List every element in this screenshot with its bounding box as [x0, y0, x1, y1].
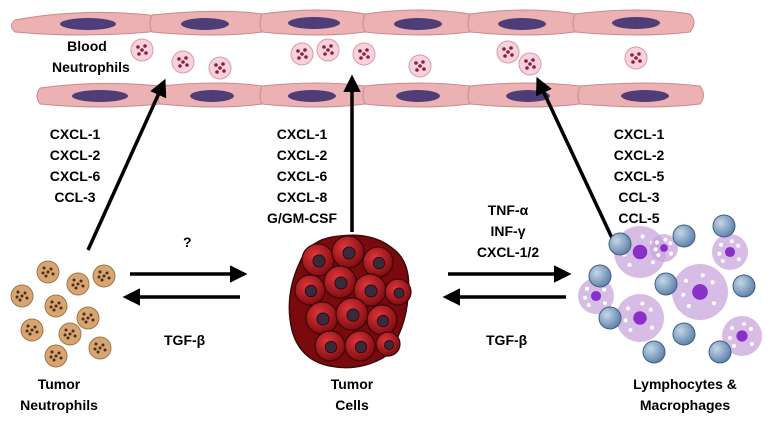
- endothelial-nucleus: [60, 18, 116, 30]
- endothelial-nucleus: [190, 90, 234, 102]
- lymphocyte: [588, 264, 612, 288]
- tumor-neutrophil: [10, 284, 34, 308]
- tumor-neutrophil: [66, 272, 90, 296]
- tumor-cell: [335, 297, 369, 331]
- blood-neutrophil: [290, 42, 314, 66]
- lymphocyte: [708, 340, 732, 364]
- lymphocyte: [608, 232, 632, 256]
- chemokine-list-right: CXCL-1 CXCL-2 CXCL-5 CCL-3 CCL-5: [613, 126, 665, 226]
- tumor-neutrophil: [76, 306, 100, 330]
- macrophage: [722, 316, 762, 356]
- blood-neutrophil: [171, 50, 195, 74]
- lymphocyte: [654, 272, 678, 296]
- lymphocytes-macrophages-group: [578, 214, 762, 364]
- tumor-cell: [323, 265, 357, 299]
- tumor-cell: [362, 246, 394, 278]
- blood-neutrophils-group: [130, 38, 648, 80]
- blood-neutrophil: [316, 38, 340, 62]
- tumor-cell: [384, 278, 412, 306]
- tumor-neutrophils-label: Tumor Neutrophils: [20, 376, 98, 413]
- lymphocyte: [642, 340, 666, 364]
- macrophage: [712, 234, 748, 270]
- macrophage: [672, 264, 728, 320]
- tumor-cell: [366, 304, 398, 336]
- tumor-neutrophil: [44, 294, 68, 318]
- lymphocyte: [672, 224, 696, 248]
- macrophage: [616, 294, 664, 342]
- tumor-neutrophil: [20, 318, 44, 342]
- tumor-cells-label: Tumor Cells: [330, 376, 374, 413]
- endothelial-nucleus: [72, 90, 128, 102]
- vessel-top-wall: [11, 9, 695, 36]
- chemokine-list-left: CXCL-1 CXCL-2 CXCL-6 CCL-3: [49, 126, 101, 205]
- tumor-neutrophil: [36, 260, 60, 284]
- cytokine-list-center-right: TNF-α INF-γ CXCL-1/2: [476, 202, 540, 260]
- endothelial-nucleus: [181, 18, 229, 30]
- lymphocyte: [598, 306, 622, 330]
- tumor-neutrophil: [88, 336, 112, 360]
- tgf-beta-right-label: TGF-β: [486, 332, 528, 348]
- endothelial-nucleus: [621, 90, 669, 102]
- lymphocytes-macrophages-label: Lymphocytes & Macrophages: [633, 376, 737, 413]
- lymphocyte: [712, 214, 736, 238]
- blood-neutrophils-label: Blood Neutrophils: [52, 38, 130, 75]
- tumor-neutrophils-group: [10, 260, 116, 368]
- endothelial-nucleus: [288, 90, 336, 102]
- blood-neutrophil: [408, 54, 432, 78]
- tumor-neutrophil: [58, 322, 82, 346]
- tumor-neutrophil: [92, 264, 116, 288]
- blood-neutrophil: [208, 56, 232, 80]
- unknown-signal-label: ?: [183, 234, 192, 250]
- blood-neutrophil: [518, 52, 542, 76]
- endothelial-nucleus: [396, 90, 440, 102]
- vessel-bottom-wall: [36, 82, 704, 108]
- endothelial-nucleus: [612, 17, 660, 29]
- tumor-cell: [344, 330, 376, 362]
- arrow-tumor-neutrophils-to-blood: [86, 78, 167, 251]
- blood-neutrophil: [130, 38, 154, 62]
- arrow-lymph-to-blood: [536, 76, 614, 239]
- endothelial-nucleus: [288, 17, 340, 29]
- tumor-neutrophil: [44, 344, 68, 368]
- tumor-cells-cluster: [288, 234, 412, 369]
- endothelial-nucleus: [394, 18, 442, 30]
- lymphocyte: [672, 322, 696, 346]
- tumor-cell: [375, 331, 401, 357]
- arrows: [86, 74, 614, 306]
- blood-neutrophil: [624, 46, 648, 70]
- blood-neutrophil: [496, 40, 520, 64]
- lymphocyte: [732, 274, 756, 298]
- macrophage: [578, 278, 614, 314]
- chemokine-list-middle: CXCL-1 CXCL-2 CXCL-6 CXCL-8 G/GM-CSF: [267, 126, 337, 226]
- endothelial-nucleus: [498, 18, 546, 30]
- macrophage: [650, 234, 678, 262]
- tumor-cell: [305, 301, 339, 335]
- tumor-cell: [353, 273, 387, 307]
- blood-neutrophil: [352, 42, 376, 66]
- tumor-cell: [314, 330, 346, 362]
- tumor-cell: [331, 235, 365, 269]
- tumor-cell: [294, 274, 326, 306]
- tgf-beta-left-label: TGF-β: [164, 332, 206, 348]
